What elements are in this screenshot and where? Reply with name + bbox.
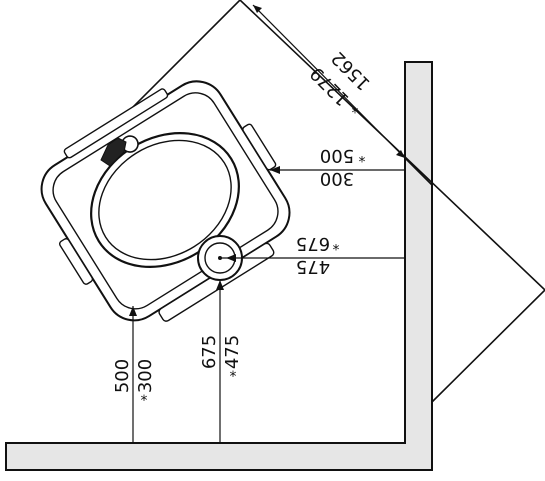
floor-dimension-left-arrow <box>129 306 137 316</box>
wall-lower-inner-label: 475 <box>296 256 330 277</box>
control-knob-icon <box>100 137 127 167</box>
wall-lower-outer-label: 675 <box>296 233 330 254</box>
floor-right-inner-label: 475 <box>222 335 243 369</box>
diagonal-dimension-line <box>252 4 406 159</box>
stove-right-tab <box>242 123 277 171</box>
wall-upper-outer-label: 500 <box>320 145 354 166</box>
diag-star: * <box>352 99 359 115</box>
wall-upper-label-group: 300 500 <box>320 145 354 189</box>
stove-outer-body <box>40 80 291 322</box>
floor-right-label-group: 675 475 <box>199 335 243 369</box>
floor-right-outer-label: 675 <box>199 335 220 369</box>
wall-lower-star: * <box>333 236 340 252</box>
wall-upper-inner-label: 300 <box>320 168 354 189</box>
wall-lower-label-group: 475 675 <box>296 233 330 277</box>
stove-door-glass-inner <box>98 139 232 261</box>
diag-label-group: 1279 1562 <box>306 47 374 110</box>
stove-left-tab <box>59 238 94 285</box>
wall-floor <box>5 61 433 471</box>
wall-join-line <box>404 157 433 186</box>
stove-top-vent <box>63 88 169 159</box>
floor-dimension-right-arrow <box>216 280 224 290</box>
wall-dimension-lower-arrow <box>226 254 236 262</box>
diagonal-arrow-bottom <box>396 150 405 158</box>
wall-dimension-upper-arrow <box>270 166 280 174</box>
floor-left-inner-label: 300 <box>135 359 156 393</box>
floor-left-outer-label: 500 <box>112 359 133 393</box>
floor-left-star: * <box>141 393 148 409</box>
clearance-outline <box>239 0 545 403</box>
floor-right-star: * <box>230 369 237 385</box>
diagonal-arrow-top <box>253 5 262 13</box>
stove <box>40 80 291 322</box>
wall-upper-star: * <box>359 148 366 164</box>
floor-left-label-group: 500 300 <box>112 359 156 393</box>
